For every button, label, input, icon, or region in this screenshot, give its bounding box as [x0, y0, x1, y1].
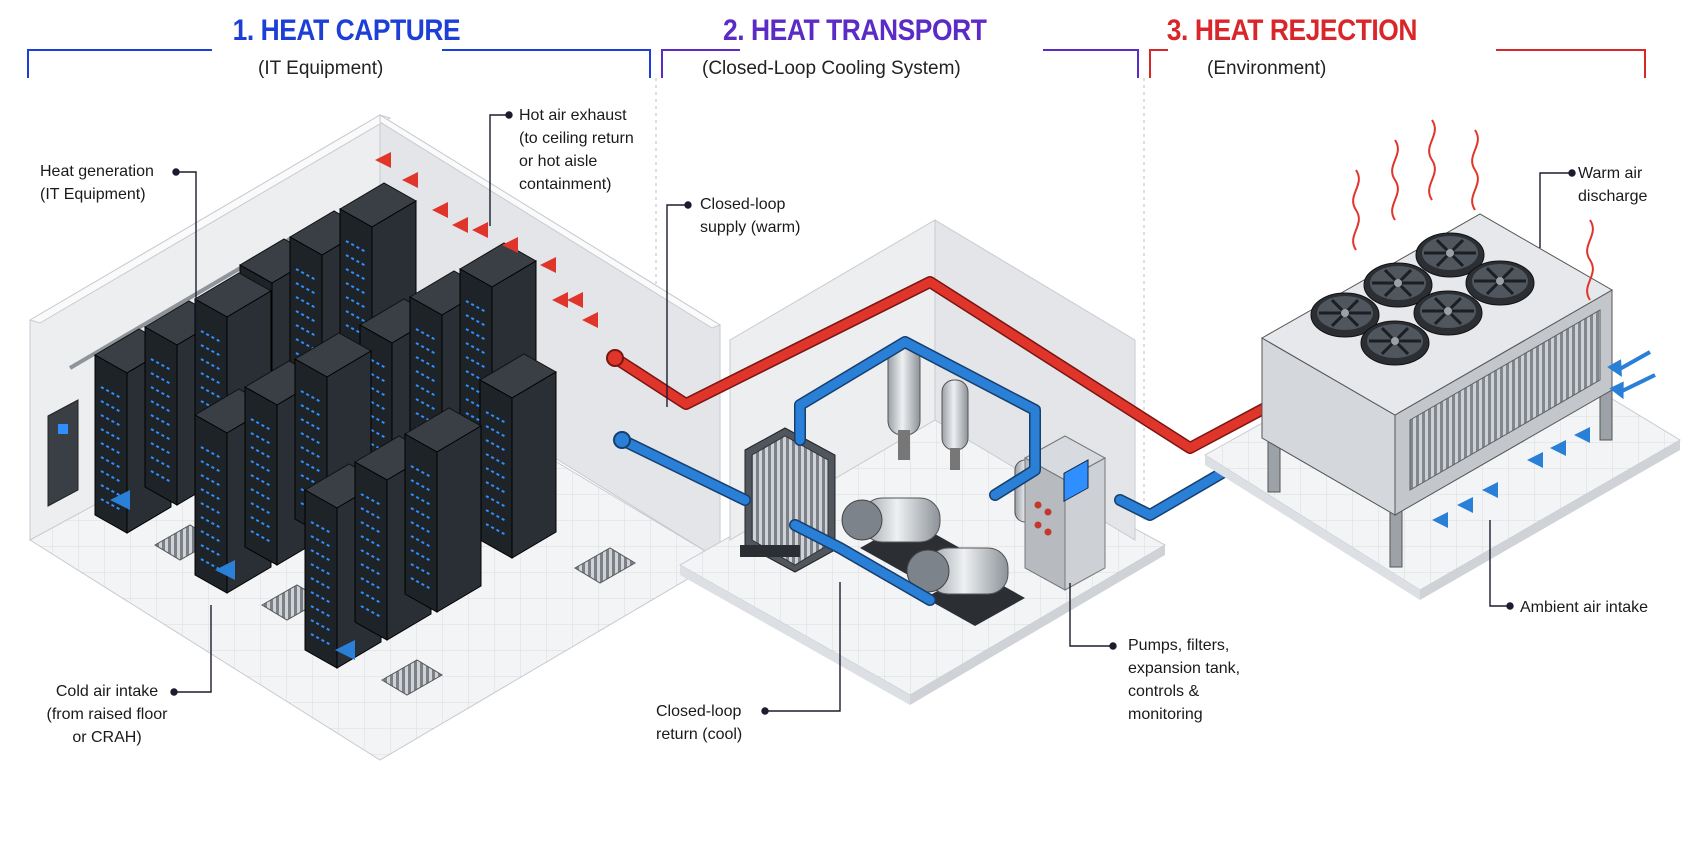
- server-rack-icon: [478, 353, 558, 559]
- header-bracket-capture: [27, 49, 651, 78]
- callout-pumps-filters: Pumps, filters, expansion tank, controls…: [1128, 637, 1241, 723]
- section-subtitle-heat-rejection: (Environment): [1207, 58, 1327, 79]
- closed-loop-pipes: [606, 276, 1341, 606]
- section-subtitle-heat-transport: (Closed-Loop Cooling System): [702, 58, 961, 79]
- fan-icon: [1363, 262, 1433, 308]
- callout-heat-generation: Heat generation (IT Equipment): [40, 163, 154, 203]
- callout-closed-loop-supply: Closed-loop supply (warm): [700, 196, 801, 236]
- callout-hot-air-exhaust: Hot air exhaust (to ceiling return or ho…: [519, 107, 634, 193]
- pump-icon: [841, 497, 1025, 626]
- fan-icon: [1310, 292, 1380, 338]
- callout-leaders: [170, 111, 1576, 715]
- hot-air-arrows: [375, 152, 598, 365]
- fan-icon: [1415, 232, 1485, 278]
- server-racks: [93, 182, 558, 669]
- heat-exchanger-icon: [740, 427, 836, 573]
- callout-closed-loop-return: Closed-loop return (cool): [656, 703, 743, 743]
- header-bracket-transport: [661, 49, 1139, 78]
- callout-cold-air-intake: Cold air intake (from raised floor or CR…: [46, 683, 168, 746]
- fans: [1310, 232, 1535, 366]
- fan-icon: [1360, 320, 1430, 366]
- callout-ambient-air-intake: Ambient air intake: [1520, 599, 1649, 616]
- server-rack-icon: [403, 407, 483, 613]
- control-panel-icon: [1023, 435, 1107, 591]
- section-subtitle-heat-capture: (IT Equipment): [258, 58, 384, 79]
- fan-icon: [1413, 290, 1483, 336]
- fan-icon: [1465, 260, 1535, 306]
- cold-air-arrows: [110, 490, 355, 710]
- section-title-heat-transport: 2. HEAT TRANSPORT: [723, 14, 987, 47]
- warm-air-waves: [1352, 119, 1594, 301]
- header-bracket-rejection: [1149, 49, 1646, 78]
- callout-warm-air-discharge: Warm air discharge: [1578, 165, 1648, 205]
